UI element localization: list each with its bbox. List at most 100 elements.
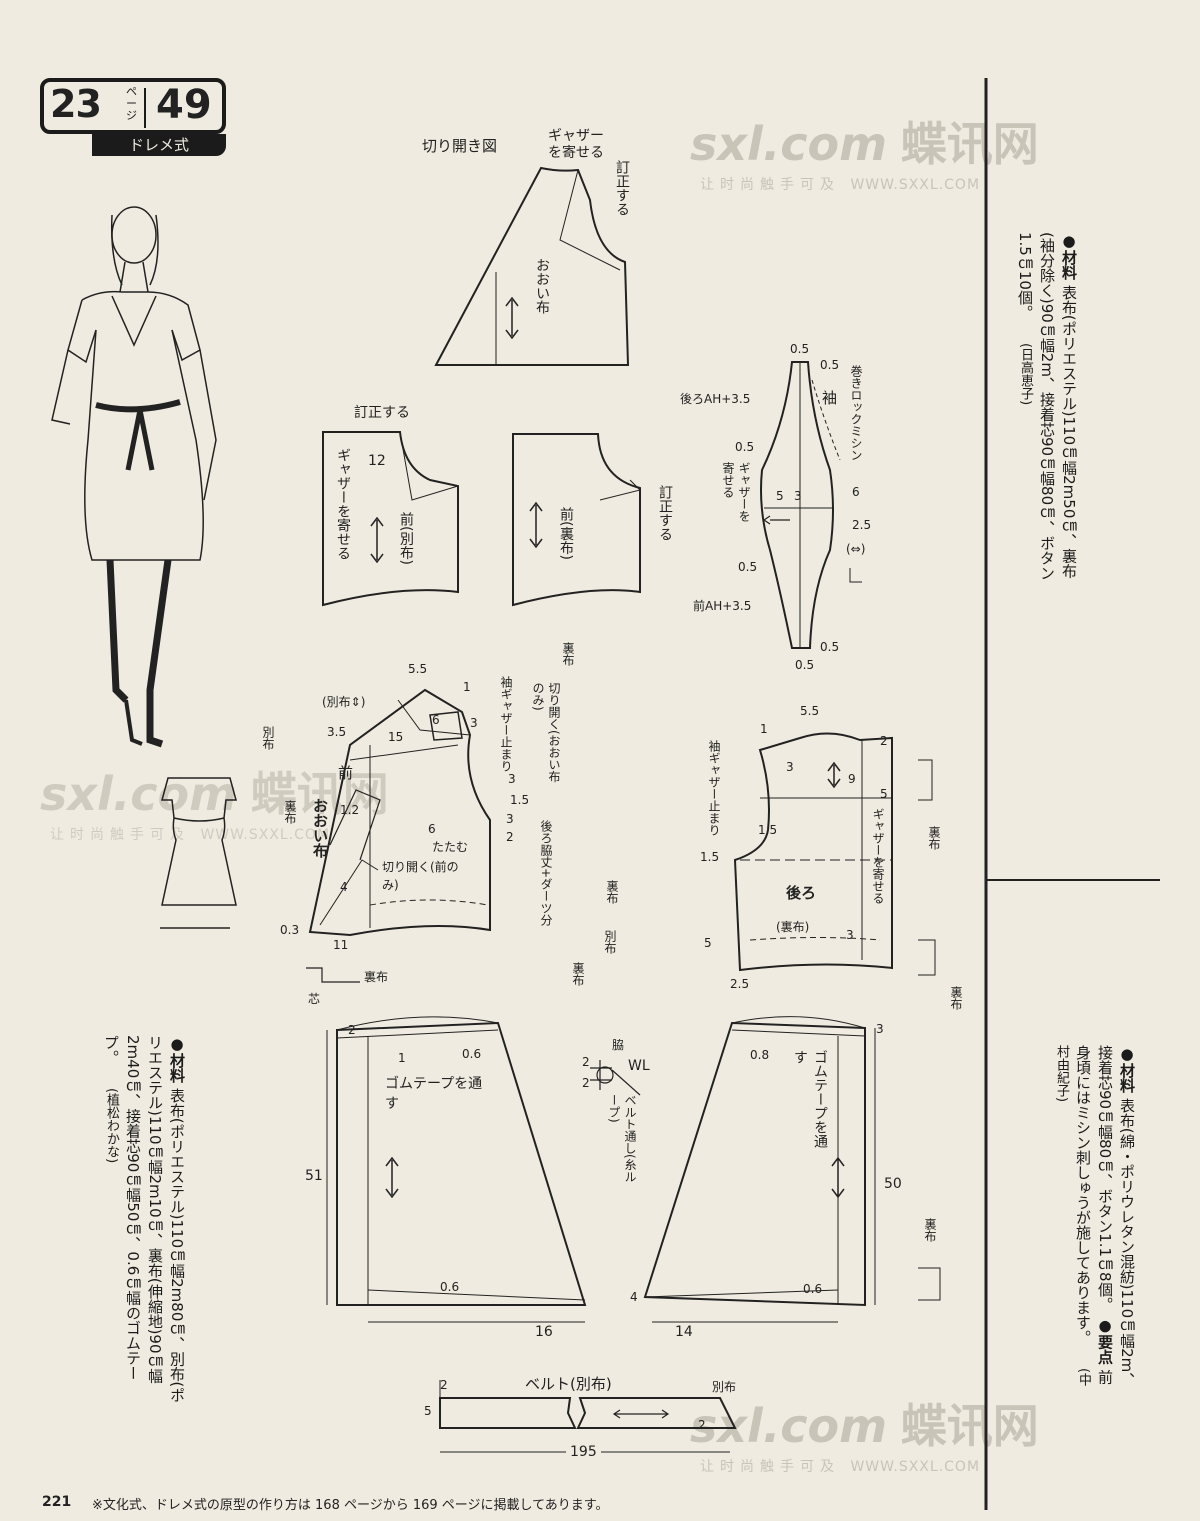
footer-note: ※文化式、ドレメ式の原型の作り方は 168 ページから 169 ページに掲載して… xyxy=(92,1498,609,1513)
watermark-brand: sxl.com xyxy=(690,117,888,171)
watermark-top: sxl.com 蝶讯网 让时尚触手可及 WWW.SXXL.COM xyxy=(690,108,1039,194)
skirt-front-dim: 16 xyxy=(535,1324,553,1340)
front-piece-label: 前(別布) xyxy=(398,512,414,565)
materials-text: 表布(綿・ポリウレタン混紡)110㎝幅2m、接着芯90㎝幅80㎝、ボタン1.1㎝… xyxy=(1096,1045,1136,1388)
waist-detail-diagram xyxy=(590,1060,641,1096)
skirt-back-dim: 4 xyxy=(630,1290,638,1304)
sleeve-dim: 0.5 xyxy=(795,658,815,672)
watermark-slogan: 让时尚触手可及 xyxy=(700,1459,840,1475)
belt-length: 195 xyxy=(566,1444,601,1460)
materials-bottom-right: ●材料 表布(綿・ポリウレタン混紡)110㎝幅2m、接着芯90㎝幅80㎝、ボタン… xyxy=(1050,1045,1138,1395)
watermark-url: WWW.SXXL.COM xyxy=(850,1459,981,1475)
sleeve-dim: 0.5 xyxy=(735,440,755,454)
bodice-front-lining-3: 裏布 xyxy=(571,962,585,986)
bodice-front-side-label: 後ろ脇丈+ダーツ分 xyxy=(539,820,553,927)
sleeve-front-ah: 前AH+3.5 xyxy=(693,599,752,613)
bodice-front-dim: 3 xyxy=(506,812,514,826)
bodice-front-sleeve-stop-label: 袖ギャザー止まり xyxy=(499,676,513,772)
sleeve-dim: 5 xyxy=(776,489,784,503)
front-lining-diagram xyxy=(512,433,641,607)
bodice-back-lining-2: 裏布 xyxy=(949,986,963,1010)
sleeve-grain-label: (⇔) xyxy=(846,542,866,556)
slash-gather-label: ギャザーを寄せる xyxy=(548,128,604,161)
skirt-back-dim: 50 xyxy=(884,1176,902,1192)
bodice-front-separate-label: 別布 xyxy=(603,930,617,954)
sleeve-dim: 0.5 xyxy=(820,640,840,654)
bodice-back-dim: 2 xyxy=(880,734,888,748)
slash-piece-label: おおい布 xyxy=(534,258,550,314)
page-number: 221 xyxy=(42,1494,72,1510)
sleeve-gather-label: ギャザーを寄せる xyxy=(721,462,751,522)
bodice-back-lining-label: 裏布 xyxy=(927,826,941,850)
bodice-front-dim: 1.2 xyxy=(340,803,360,817)
waist-num: 2 xyxy=(582,1076,590,1090)
watermark-slogan: 让时尚触手可及 xyxy=(50,827,190,843)
bodice-back-dim: 3 xyxy=(786,760,794,774)
bodice-back-dim: 1.5 xyxy=(700,850,720,864)
bodice-front-lining-2: 裏布 xyxy=(605,880,619,904)
author-credit: (日高恵子) xyxy=(1018,342,1033,405)
sleeve-back-ah: 後ろAH+3.5 xyxy=(680,392,751,406)
bodice-front-lining-4: 裏布 xyxy=(364,970,389,984)
sleeve-dim: 0.5 xyxy=(820,358,840,372)
materials-top-right: ●材料 表布(ポリエステル)110㎝幅2m50㎝、裏布(袖分除く)90㎝幅2m、… xyxy=(1014,232,1080,592)
bodice-back-dim: 1.5 xyxy=(758,823,778,837)
bodice-back-gather-label: ギャザーを寄せる xyxy=(871,808,885,904)
drafting-style-label: ドレメ式 xyxy=(92,134,226,156)
page-reference-unit: ページ xyxy=(126,85,137,122)
bodice-front-piece-label: 前 xyxy=(338,764,354,782)
watermark-mid: sxl.com 蝶讯网 让时尚触手可及 WWW.SXXL.COM xyxy=(40,758,389,844)
bodice-back-dim: 5 xyxy=(880,787,888,801)
bodice-back-sub-label: (裏布) xyxy=(776,920,810,934)
sleeve-dim: 3 xyxy=(794,489,802,503)
key-points-heading: ●要点 xyxy=(1096,1316,1114,1365)
skirt-back-dim: 0.6 xyxy=(803,1282,823,1296)
materials-text: 表布(ポリエステル)110㎝幅2m50㎝、裏布(袖分除く)90㎝幅2m、接着芯9… xyxy=(1016,232,1078,581)
bodice-front-dim: 3 xyxy=(508,772,516,786)
author-credit: (中村由紀子) xyxy=(1054,1045,1091,1386)
bodice-front-diagram xyxy=(306,688,491,983)
front-correct-label: 訂正する xyxy=(354,405,410,421)
sleeve-dim: 0.5 xyxy=(790,342,810,356)
waist-side-label: 脇 xyxy=(612,1038,625,1052)
belt-num-height: 5 xyxy=(424,1404,432,1418)
bodice-front-interfacing: 芯 xyxy=(308,992,321,1006)
bodice-front-dim: 4 xyxy=(340,880,348,894)
watermark-brand: sxl.com xyxy=(690,1399,888,1453)
bodice-front-sep-label: (別布⇕) xyxy=(322,695,366,709)
bodice-front-dim: 15 xyxy=(388,730,404,744)
watermark-cn-name: 蝶讯网 xyxy=(900,117,1039,171)
skirt-back-dim: 3 xyxy=(876,1022,884,1036)
pattern-number: 49 xyxy=(156,82,212,128)
materials-heading: ●材料 xyxy=(168,1035,186,1083)
bodice-front-dim: 6 xyxy=(432,713,440,727)
slash-correct-label: 訂正する xyxy=(614,160,630,216)
bodice-front-dim: 3.5 xyxy=(327,725,347,739)
skirt-back-lining-label: 裏布 xyxy=(923,1218,937,1242)
front-gather-label: ギャザーを寄せる xyxy=(335,448,351,560)
bodice-front-dim: 3 xyxy=(470,716,478,730)
skirt-front-diagram xyxy=(326,1016,587,1323)
bodice-front-dim: 5.5 xyxy=(408,662,428,676)
bodice-front-dim: 6 xyxy=(428,822,436,836)
bodice-back-dim: 1 xyxy=(760,722,768,736)
materials-heading: ●材料 xyxy=(1118,1045,1136,1093)
sleeve-dim: 0.5 xyxy=(738,560,758,574)
bodice-front-dim: 1.5 xyxy=(510,793,530,807)
sleeve-dim: 2.5 xyxy=(852,518,872,532)
materials-heading: ●材料 xyxy=(1060,232,1078,280)
skirt-back-diagram xyxy=(643,1016,941,1323)
front-lining-piece-label: 前(裏布) xyxy=(558,507,574,560)
sleeve-dim: 6 xyxy=(852,485,860,499)
slash-spread-title: 切り開き図 xyxy=(422,137,498,155)
waist-num: 2 xyxy=(582,1055,590,1069)
skirt-front-dim: 1 xyxy=(398,1051,406,1065)
watermark-url: WWW.SXXL.COM xyxy=(200,827,331,843)
key-points-text: 前身頃にはミシン刺しゅうが施してあります。 xyxy=(1074,1045,1114,1385)
slash-spread-diagram xyxy=(434,166,630,366)
sleeve-edge-label: 巻きロックミシン xyxy=(849,365,863,461)
bodice-front-dim: 2 xyxy=(506,830,514,844)
bodice-front-cut-open-label: 切り開く(前のみ) xyxy=(382,860,459,892)
bodice-front-cover-label: おおい布 xyxy=(311,798,329,858)
belt-sep-label: 別布 xyxy=(712,1380,737,1394)
